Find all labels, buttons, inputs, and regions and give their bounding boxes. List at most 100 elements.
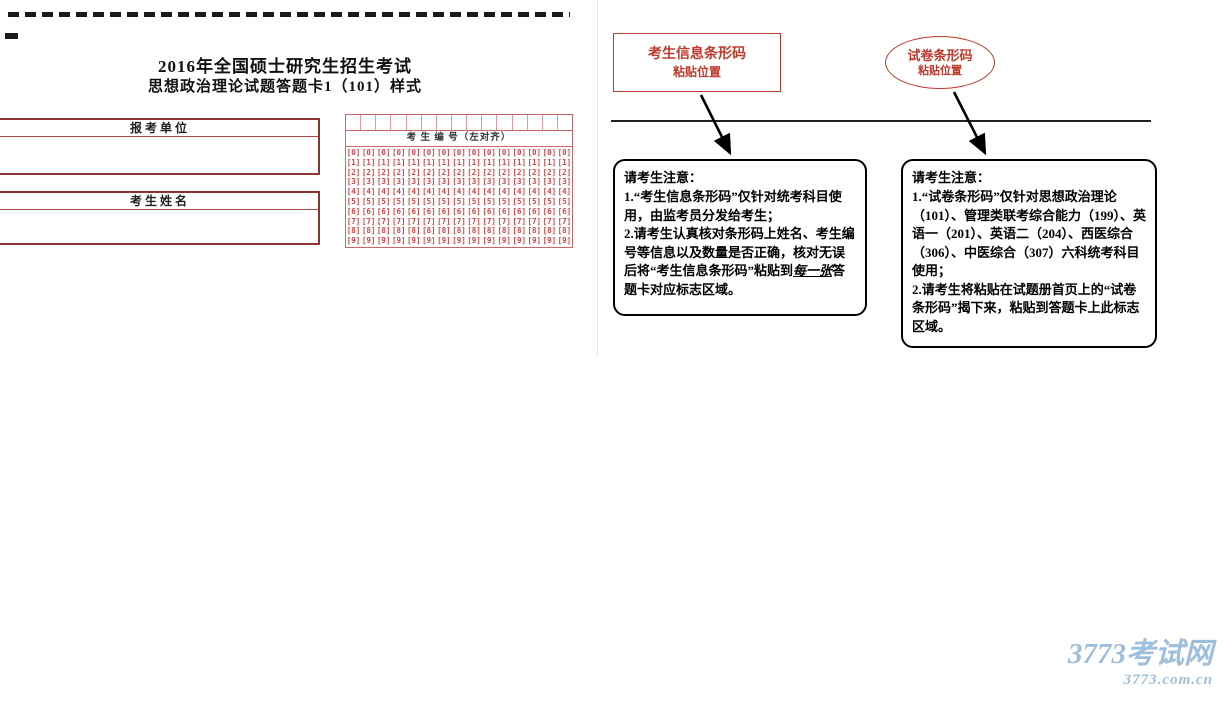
- bubble-digit-2[interactable]: [2]: [346, 167, 361, 177]
- number-write-cell[interactable]: [543, 115, 558, 131]
- number-write-cell[interactable]: [513, 115, 528, 131]
- bubble-digit-7[interactable]: [7]: [497, 216, 511, 226]
- bubble-digit-5[interactable]: [5]: [407, 197, 421, 207]
- bubble-digit-1[interactable]: [1]: [467, 157, 481, 167]
- bubble-digit-9[interactable]: [9]: [376, 236, 391, 246]
- bubble-digit-0[interactable]: [0]: [512, 148, 526, 158]
- bubble-digit-0[interactable]: [0]: [557, 148, 572, 158]
- bubble-digit-7[interactable]: [7]: [527, 216, 542, 226]
- bubble-digit-8[interactable]: [8]: [467, 226, 481, 236]
- bubble-digit-4[interactable]: [4]: [376, 187, 391, 197]
- bubble-digit-0[interactable]: [0]: [407, 148, 421, 158]
- bubble-digit-1[interactable]: [1]: [407, 157, 421, 167]
- bubble-digit-6[interactable]: [6]: [376, 206, 391, 216]
- bubble-digit-0[interactable]: [0]: [467, 148, 481, 158]
- bubble-digit-6[interactable]: [6]: [497, 206, 511, 216]
- bubble-digit-9[interactable]: [9]: [452, 236, 466, 246]
- bubble-digit-3[interactable]: [3]: [467, 177, 481, 187]
- bubble-digit-4[interactable]: [4]: [467, 187, 481, 197]
- bubble-digit-0[interactable]: [0]: [391, 148, 406, 158]
- bubble-digit-4[interactable]: [4]: [527, 187, 542, 197]
- bubble-digit-5[interactable]: [5]: [467, 197, 481, 207]
- bubble-digit-2[interactable]: [2]: [557, 167, 572, 177]
- bubble-digit-3[interactable]: [3]: [512, 177, 526, 187]
- bubble-digit-8[interactable]: [8]: [482, 226, 496, 236]
- number-write-cell[interactable]: [482, 115, 498, 131]
- bubble-digit-8[interactable]: [8]: [346, 226, 361, 236]
- bubble-digit-6[interactable]: [6]: [512, 206, 526, 216]
- bubble-digit-4[interactable]: [4]: [512, 187, 526, 197]
- bubble-digit-1[interactable]: [1]: [361, 157, 376, 167]
- bubble-digit-2[interactable]: [2]: [482, 167, 496, 177]
- bubble-digit-5[interactable]: [5]: [437, 197, 451, 207]
- bubble-digit-1[interactable]: [1]: [527, 157, 542, 167]
- number-write-cell[interactable]: [407, 115, 422, 131]
- bubble-digit-7[interactable]: [7]: [422, 216, 436, 226]
- bubble-digit-2[interactable]: [2]: [542, 167, 557, 177]
- bubble-digit-0[interactable]: [0]: [452, 148, 466, 158]
- bubble-digit-8[interactable]: [8]: [361, 226, 376, 236]
- bubble-digit-4[interactable]: [4]: [437, 187, 451, 197]
- number-write-cell[interactable]: [497, 115, 513, 131]
- bubble-digit-5[interactable]: [5]: [512, 197, 526, 207]
- bubble-digit-9[interactable]: [9]: [422, 236, 436, 246]
- bubble-digit-2[interactable]: [2]: [391, 167, 406, 177]
- number-write-cell[interactable]: [346, 115, 362, 131]
- bubble-digit-9[interactable]: [9]: [407, 236, 421, 246]
- bubble-digit-4[interactable]: [4]: [542, 187, 557, 197]
- bubble-digit-9[interactable]: [9]: [391, 236, 406, 246]
- bubble-digit-0[interactable]: [0]: [422, 148, 436, 158]
- bubble-digit-8[interactable]: [8]: [542, 226, 557, 236]
- bubble-digit-1[interactable]: [1]: [512, 157, 526, 167]
- bubble-digit-5[interactable]: [5]: [482, 197, 496, 207]
- bubble-digit-5[interactable]: [5]: [376, 197, 391, 207]
- bubble-digit-3[interactable]: [3]: [422, 177, 436, 187]
- bubble-digit-6[interactable]: [6]: [467, 206, 481, 216]
- bubble-digit-9[interactable]: [9]: [361, 236, 376, 246]
- bubble-digit-1[interactable]: [1]: [497, 157, 511, 167]
- bubble-digit-7[interactable]: [7]: [542, 216, 557, 226]
- bubble-digit-7[interactable]: [7]: [452, 216, 466, 226]
- bubble-digit-4[interactable]: [4]: [452, 187, 466, 197]
- bubble-digit-3[interactable]: [3]: [361, 177, 376, 187]
- bubble-digit-7[interactable]: [7]: [482, 216, 496, 226]
- bubble-digit-4[interactable]: [4]: [407, 187, 421, 197]
- bubble-digit-6[interactable]: [6]: [452, 206, 466, 216]
- number-write-cell[interactable]: [528, 115, 543, 131]
- bubble-digit-3[interactable]: [3]: [376, 177, 391, 187]
- bubble-digit-7[interactable]: [7]: [557, 216, 572, 226]
- bubble-digit-9[interactable]: [9]: [527, 236, 542, 246]
- bubble-digit-5[interactable]: [5]: [346, 197, 361, 207]
- number-write-cell[interactable]: [452, 115, 468, 131]
- bubble-digit-7[interactable]: [7]: [407, 216, 421, 226]
- bubble-digit-0[interactable]: [0]: [437, 148, 451, 158]
- bubble-digit-2[interactable]: [2]: [512, 167, 526, 177]
- bubble-digit-5[interactable]: [5]: [527, 197, 542, 207]
- number-write-cell[interactable]: [361, 115, 377, 131]
- bubble-digit-0[interactable]: [0]: [497, 148, 511, 158]
- bubble-digit-9[interactable]: [9]: [467, 236, 481, 246]
- bubble-digit-7[interactable]: [7]: [361, 216, 376, 226]
- bubble-digit-5[interactable]: [5]: [557, 197, 572, 207]
- bubble-digit-3[interactable]: [3]: [452, 177, 466, 187]
- bubble-digit-5[interactable]: [5]: [452, 197, 466, 207]
- bubble-digit-9[interactable]: [9]: [346, 236, 361, 246]
- bubble-digit-1[interactable]: [1]: [422, 157, 436, 167]
- bubble-digit-2[interactable]: [2]: [467, 167, 481, 177]
- bubble-digit-4[interactable]: [4]: [497, 187, 511, 197]
- bubble-digit-7[interactable]: [7]: [376, 216, 391, 226]
- bubble-digit-7[interactable]: [7]: [346, 216, 361, 226]
- application-unit-input-area[interactable]: [0, 137, 318, 173]
- bubble-digit-5[interactable]: [5]: [391, 197, 406, 207]
- bubble-digit-7[interactable]: [7]: [467, 216, 481, 226]
- bubble-digit-9[interactable]: [9]: [482, 236, 496, 246]
- bubble-digit-3[interactable]: [3]: [527, 177, 542, 187]
- number-write-cell[interactable]: [558, 115, 572, 130]
- bubble-digit-2[interactable]: [2]: [527, 167, 542, 177]
- bubble-digit-9[interactable]: [9]: [512, 236, 526, 246]
- bubble-digit-4[interactable]: [4]: [422, 187, 436, 197]
- bubble-digit-6[interactable]: [6]: [542, 206, 557, 216]
- bubble-digit-0[interactable]: [0]: [376, 148, 391, 158]
- bubble-digit-1[interactable]: [1]: [542, 157, 557, 167]
- bubble-digit-3[interactable]: [3]: [542, 177, 557, 187]
